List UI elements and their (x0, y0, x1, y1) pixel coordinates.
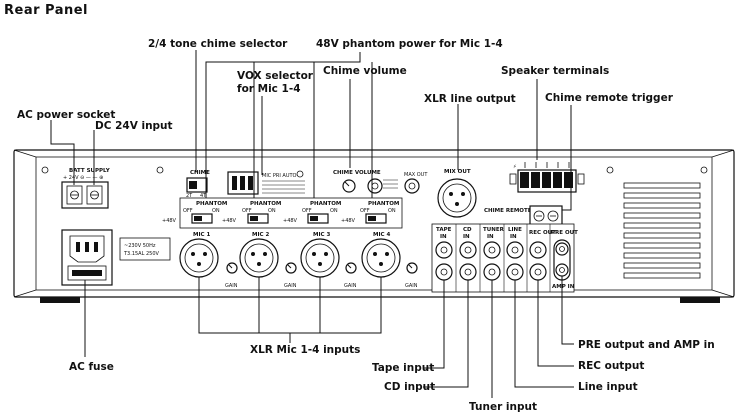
svg-text:ON: ON (330, 208, 338, 214)
svg-text:GAIN: GAIN (405, 283, 418, 289)
svg-text:TUNER: TUNER (483, 227, 505, 233)
screw-icon (296, 170, 304, 178)
svg-text:OFF: OFF (302, 208, 312, 214)
label-chime-remote-trigger: Chime remote trigger (545, 92, 674, 104)
svg-text:CHIME: CHIME (190, 170, 210, 176)
svg-text:PHANTOM: PHANTOM (196, 201, 227, 207)
svg-text:PHANTOM: PHANTOM (310, 201, 341, 207)
svg-text:IN: IN (440, 234, 447, 240)
rca-jack-icon (435, 239, 571, 281)
svg-text:GAIN: GAIN (284, 283, 297, 289)
screw-icon (156, 166, 164, 174)
mic-input-1: MIC 1 GAIN (179, 232, 238, 289)
svg-text:⚡: ⚡ (513, 164, 517, 170)
svg-text:PHANTOM: PHANTOM (368, 201, 399, 207)
label-phantom-power: 48V phantom power for Mic 1-4 (316, 38, 503, 50)
speaker-terminals: ⚡ (509, 162, 585, 193)
side-jack: MAX OUT (404, 172, 428, 194)
svg-text:PRE OUT: PRE OUT (551, 230, 578, 236)
label-ac-fuse: AC fuse (69, 361, 114, 373)
label-line-input: Line input (578, 381, 638, 393)
svg-text:GAIN: GAIN (225, 283, 238, 289)
svg-text:MAX OUT: MAX OUT (404, 172, 428, 178)
svg-text:4T: 4T (200, 193, 207, 199)
svg-text:CHIME VOLUME: CHIME VOLUME (333, 170, 381, 176)
phantom-switch-1: PHANTOM OFF ON +48V (162, 201, 227, 224)
label-vox-selector-2: for Mic 1-4 (237, 83, 301, 95)
svg-text:MIC 4: MIC 4 (373, 232, 390, 238)
vox-selector-dip: MIC PRI AUTO (227, 171, 305, 195)
screw-icon (606, 166, 614, 174)
svg-text:MIX OUT: MIX OUT (444, 169, 471, 175)
svg-text:T3.15AL 250V: T3.15AL 250V (123, 251, 160, 257)
svg-text:REC OUT: REC OUT (529, 230, 556, 236)
label-tuner-input: Tuner input (469, 401, 537, 413)
phantom-switch-2: PHANTOM OFF ON +48V (222, 201, 281, 224)
svg-text:IN: IN (487, 234, 494, 240)
xlr-line-output: MIX OUT (437, 169, 477, 218)
chime-remote-terminal: CHIME REMOTE (484, 205, 563, 227)
svg-text:+48V: +48V (222, 218, 237, 224)
rca-input-block: TAPE IN CD IN TUNER IN LINE IN REC OUT P… (431, 223, 578, 293)
chime-volume-knob: CHIME VOLUME (333, 170, 381, 193)
svg-text:BATT SUPPLY: BATT SUPPLY (69, 168, 111, 174)
label-tape-input: Tape input (372, 362, 434, 374)
screw-icon (41, 166, 49, 174)
svg-text:2T: 2T (186, 193, 193, 199)
svg-text:LINE: LINE (508, 227, 522, 233)
svg-text:MIC PRI AUTO: MIC PRI AUTO (262, 173, 297, 179)
label-xlr-mic-inputs: XLR Mic 1-4 inputs (250, 344, 360, 356)
chime-selector-switch: CHIME 2T 4T (186, 170, 210, 199)
svg-text:PHANTOM: PHANTOM (250, 201, 281, 207)
svg-text:AMP IN: AMP IN (552, 284, 575, 290)
diagram-title: Rear Panel (4, 3, 88, 18)
svg-text:GAIN: GAIN (344, 283, 357, 289)
mic-input-3: MIC 3 GAIN (300, 232, 357, 289)
label-chime-volume: Chime volume (323, 65, 407, 77)
label-cd-input: CD input (384, 381, 435, 393)
ac-power-socket (61, 229, 113, 286)
label-ac-power-socket: AC power socket (17, 109, 115, 121)
svg-text:+48V: +48V (341, 218, 356, 224)
callout-labels: 2/4 tone chime selector 48V phantom powe… (17, 38, 715, 413)
leader-lines (50, 50, 574, 398)
svg-text:OFF: OFF (183, 208, 193, 214)
svg-text:OFF: OFF (242, 208, 252, 214)
label-speaker-terminals: Speaker terminals (501, 65, 609, 77)
screw-icon (700, 166, 708, 174)
svg-text:MIC 2: MIC 2 (252, 232, 269, 238)
svg-text:~230V 50Hz: ~230V 50Hz (124, 243, 156, 249)
ventilation-grille (623, 182, 701, 279)
svg-text:CD: CD (463, 227, 472, 233)
label-xlr-line-output: XLR line output (424, 93, 516, 105)
svg-text:+48V: +48V (162, 218, 177, 224)
label-dc-24v-input: DC 24V input (95, 120, 173, 132)
phantom-switch-3: PHANTOM OFF ON +48V (283, 201, 341, 224)
dc-24v-terminal: BATT SUPPLY + 24V ⊖ — — ⊕ (61, 168, 111, 209)
svg-text:CHIME REMOTE: CHIME REMOTE (484, 208, 532, 214)
svg-text:MIC 3: MIC 3 (313, 232, 330, 238)
svg-text:IN: IN (463, 234, 470, 240)
svg-text:TAPE: TAPE (436, 227, 452, 233)
voltage-label: ~230V 50Hz T3.15AL 250V (119, 237, 171, 261)
svg-text:ON: ON (268, 208, 276, 214)
svg-text:MIC 1: MIC 1 (193, 232, 210, 238)
svg-text:ON: ON (388, 208, 396, 214)
label-rec-output: REC output (578, 360, 644, 372)
mic-input-4: MIC 4 GAIN (361, 232, 418, 289)
label-chime-selector: 2/4 tone chime selector (148, 38, 288, 50)
svg-text:IN: IN (510, 234, 517, 240)
phantom-switch-4: PHANTOM OFF ON +48V (341, 201, 399, 224)
svg-text:+48V: +48V (283, 218, 298, 224)
svg-text:OFF: OFF (360, 208, 370, 214)
svg-text:+ 24V ⊖ — — ⊕: + 24V ⊖ — — ⊕ (63, 175, 103, 181)
svg-text:ON: ON (212, 208, 220, 214)
label-pre-output-amp-in: PRE output and AMP in (578, 339, 715, 351)
phantom-switches: PHANTOM OFF ON +48V PHANTOM OFF ON +48V … (162, 197, 403, 229)
label-vox-selector: VOX selector (237, 70, 314, 82)
